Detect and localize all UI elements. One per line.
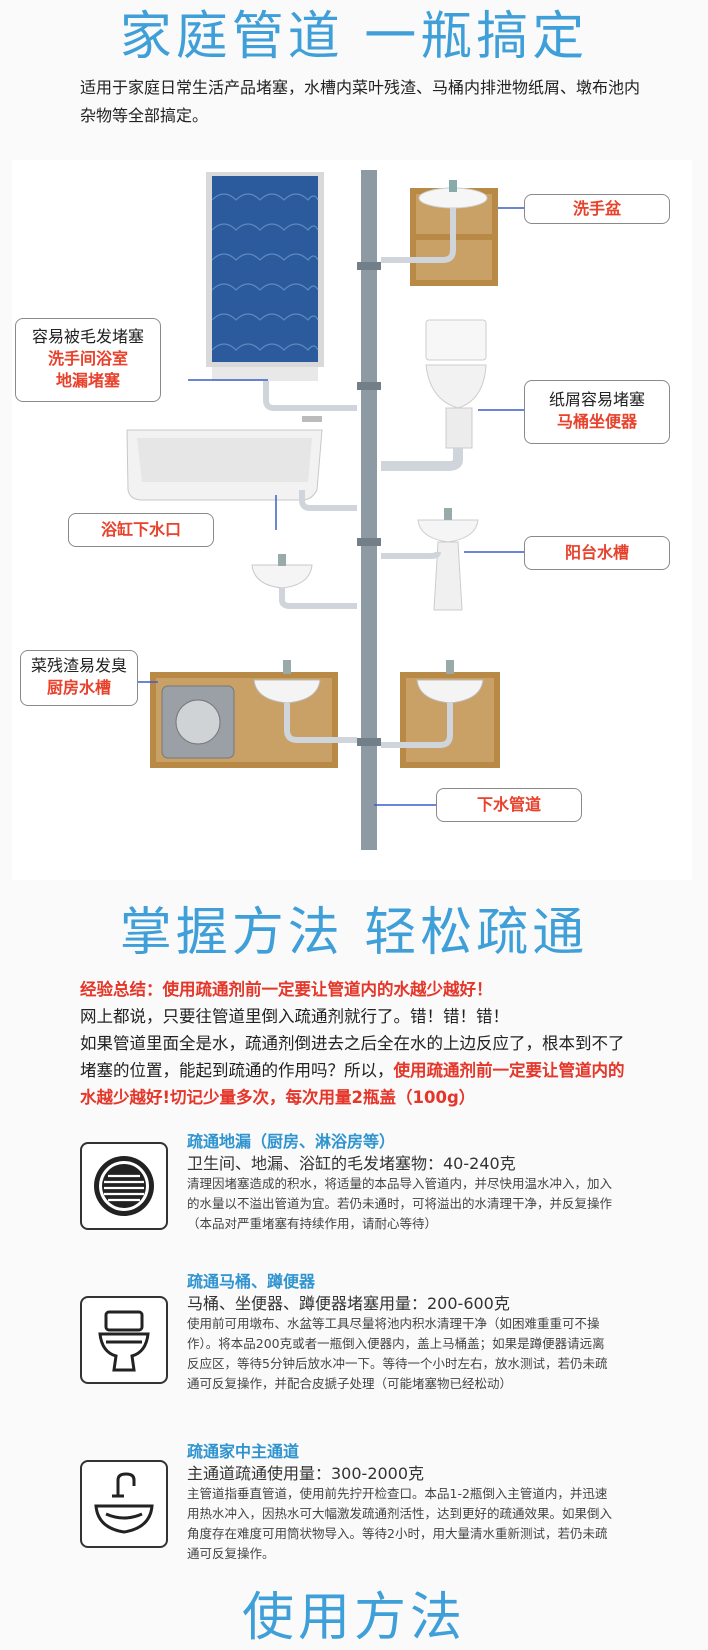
method-title: 疏通地漏（厨房、淋浴房等）: [187, 1132, 396, 1151]
page-title: 家庭管道 一瓶搞定: [119, 7, 589, 67]
intro-text: 适用于家庭日常生活产品堵塞，水槽内菜叶残渣、马桶内排泄物纸屑、墩布池内杂物等全部…: [80, 78, 641, 125]
plumbing-illustration: [126, 170, 524, 850]
toilet: [425, 319, 487, 449]
method-dosage: 马桶、坐便器、蹲便器堵塞用量：200-600克: [187, 1294, 510, 1313]
method-dosage: 主通道疏通使用量：300-2000克: [187, 1464, 425, 1483]
tip-line-2: 网上都说，只要往管道里倒入疏通剂就行了。错！错！错！: [80, 1007, 509, 1026]
label-bathtub: 浴缸下水口: [68, 513, 214, 547]
tip-red-warning: 使用疏通剂前一定要让管道内的水越少越好!切记少量多次，每次用量2瓶盖（100g）: [80, 1061, 625, 1107]
kitchen-cabinet-left: [150, 660, 338, 768]
label-toilet-top: 纸屑容易堵塞: [548, 390, 645, 409]
label-toilet: 纸屑容易堵塞 马桶坐便器: [524, 380, 670, 444]
method-title: 疏通家中主通道: [187, 1442, 300, 1461]
label-drain-text: 下水管道: [476, 795, 541, 814]
method-dosage: 卫生间、地漏、浴缸的毛发堵塞物：40-240克: [187, 1154, 516, 1173]
method-description: 使用前可用墩布、水盆等工具尽量将池内积水清理干净（如困难重重可不操作）。将本品2…: [187, 1316, 608, 1391]
bathtub: [126, 416, 323, 501]
label-washbasin: 洗手盆: [524, 194, 670, 224]
label-drain: 下水管道: [436, 788, 582, 822]
sink-icon: [80, 1460, 168, 1548]
tip-paragraph: 如果管道里面全是水，疏通剂倒进去之后全在水的上边反应了，根本到不了堵塞的位置，能…: [80, 1030, 640, 1111]
plumbing-diagram: 洗手盆 容易被毛发堵塞 洗手间浴室 地漏堵塞 纸屑容易堵塞 马桶坐便器 浴缸下水…: [12, 160, 692, 880]
balcony-sink: [417, 508, 479, 611]
label-bathtub-text: 浴缸下水口: [100, 520, 181, 539]
main-drain-pipe: [361, 170, 377, 850]
label-toilet-red: 马桶坐便器: [556, 412, 637, 431]
method-title: 疏通马桶、蹲便器: [187, 1272, 316, 1291]
label-balcony-text: 阳台水槽: [564, 543, 629, 562]
method-description: 主管道指垂直管道，使用前先拧开检查口。本品1-2瓶倒入主管道内，并迅速用热水冲入…: [187, 1486, 613, 1561]
method-toilet: 疏通马桶、蹲便器 马桶、坐便器、蹲便器堵塞用量：200-600克 使用前可用墩布…: [80, 1268, 640, 1408]
floor-drain-icon: [80, 1142, 168, 1230]
label-balcony: 阳台水槽: [524, 536, 670, 570]
left-basin: [251, 554, 313, 589]
tip-line-3: 如果管道里面全是水，疏通剂倒进去之后全在水的上边反应了，根本到不了堵塞的位置，能…: [80, 1034, 625, 1080]
label-washbasin-text: 洗手盆: [572, 199, 621, 218]
section-title-method: 掌握方法 轻松疏通: [119, 903, 589, 963]
tip-red-heading: 经验总结：使用疏通剂前一定要让管道内的水越少越好！: [80, 980, 493, 999]
label-bathroom-top: 容易被毛发堵塞: [31, 327, 144, 346]
method-floor-drain: 疏通地漏（厨房、淋浴房等） 卫生间、地漏、浴缸的毛发堵塞物：40-240克 清理…: [80, 1128, 640, 1238]
label-kitchen: 菜残渣易发臭 厨房水槽: [20, 650, 138, 706]
section-title-usage: 使用方法: [241, 1588, 466, 1648]
shower-panel: [206, 172, 324, 381]
tips-block: 经验总结：使用疏通剂前一定要让管道内的水越少越好！ 网上都说，只要往管道里倒入疏…: [80, 976, 640, 1111]
label-kitchen-red: 厨房水槽: [46, 678, 111, 697]
label-bathroom-red1: 洗手间浴室: [47, 349, 128, 368]
label-bathroom-floor-drain: 容易被毛发堵塞 洗手间浴室 地漏堵塞: [15, 318, 161, 402]
toilet-icon: [80, 1296, 168, 1384]
label-kitchen-top: 菜残渣易发臭: [30, 656, 127, 675]
method-description: 清理因堵塞造成的积水，将适量的本品导入管道内，并尽快用温水冲入，加入的水量以不溢…: [187, 1176, 613, 1231]
label-bathroom-red2: 地漏堵塞: [55, 371, 120, 390]
method-main-pipe: 疏通家中主通道 主通道疏通使用量：300-2000克 主管道指垂直管道，使用前先…: [80, 1438, 640, 1568]
